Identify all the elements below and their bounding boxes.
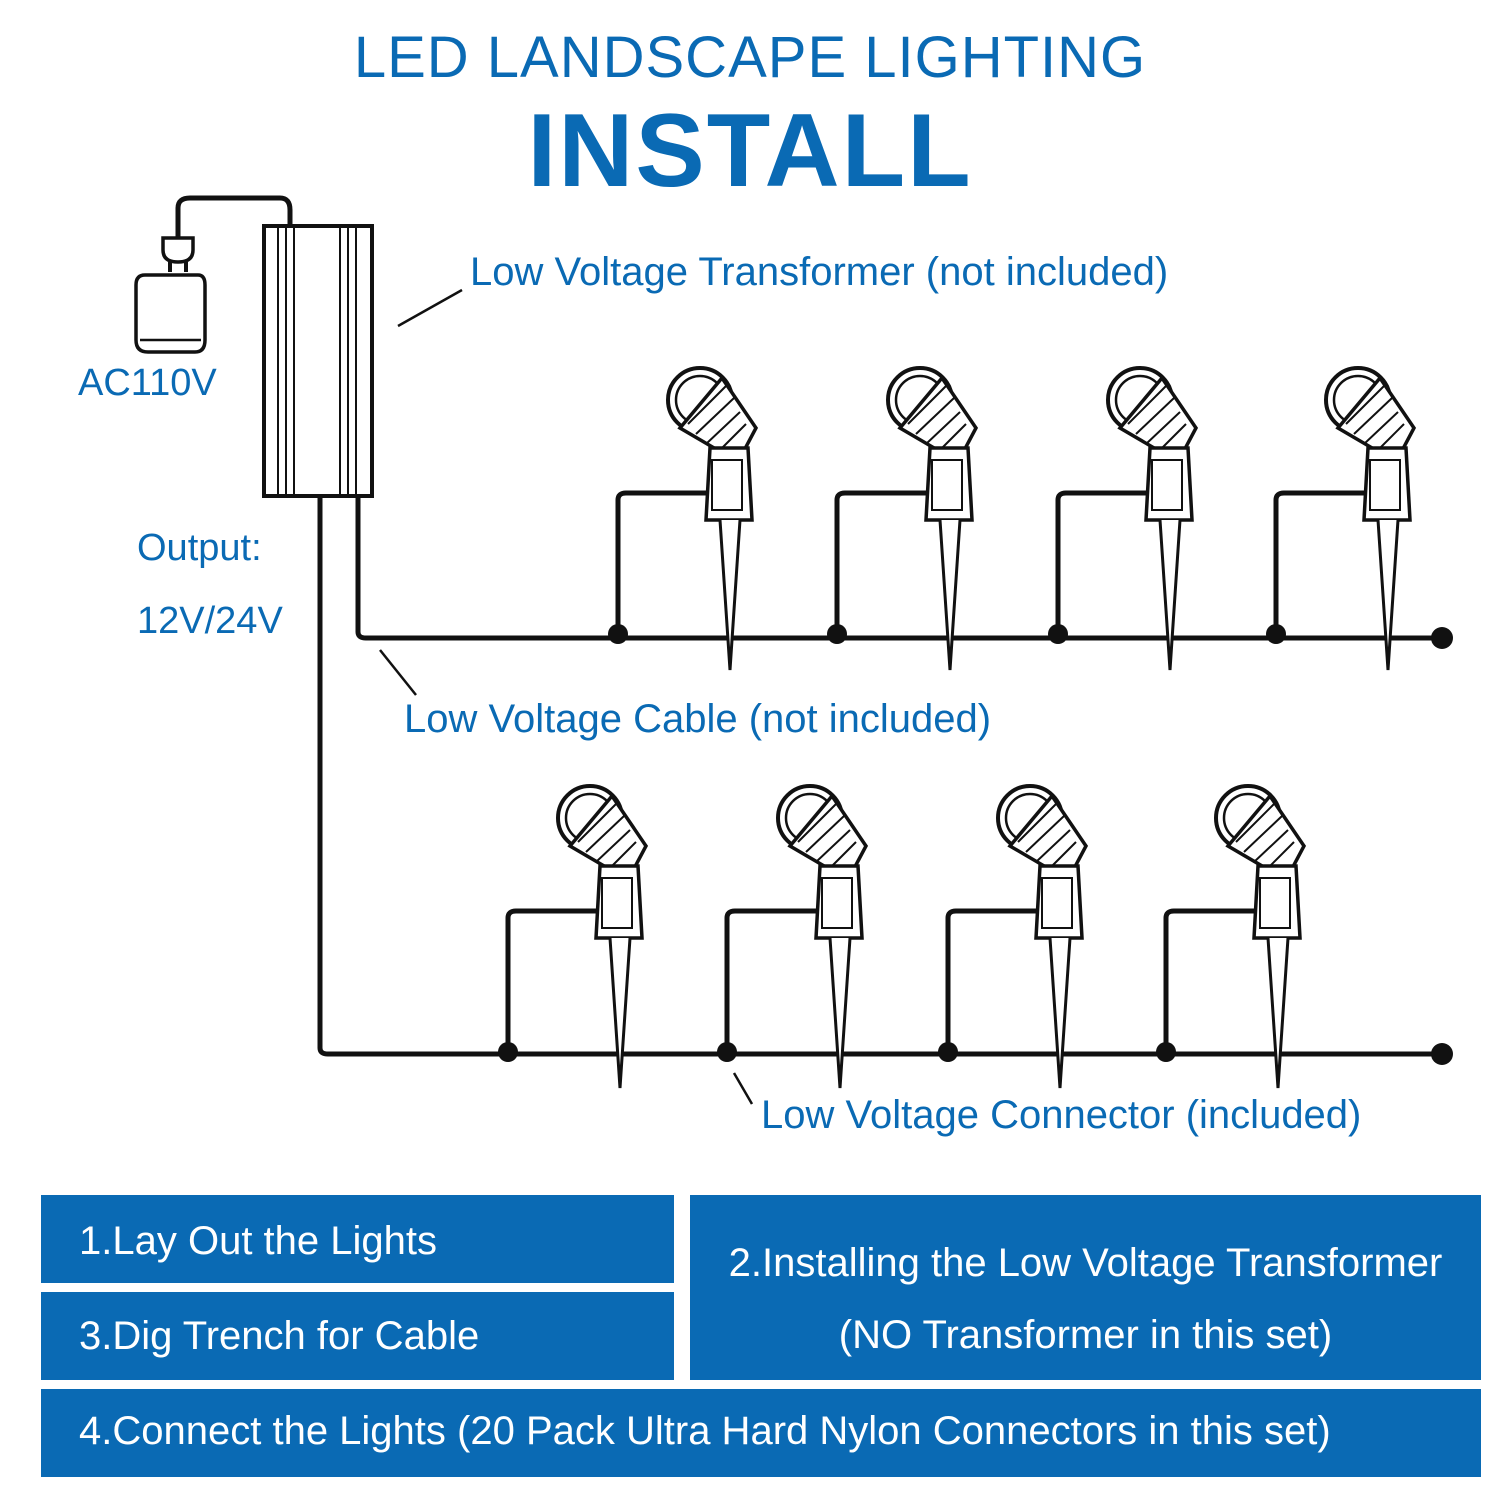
connector-label: Low Voltage Connector (included) <box>761 1093 1362 1137</box>
light-row-1 <box>608 366 1453 672</box>
spotlight-icon <box>666 366 758 672</box>
step-1-box: 1.Lay Out the Lights <box>41 1195 674 1283</box>
spotlight-icon <box>1214 784 1306 1090</box>
spotlight-icon <box>1106 366 1198 672</box>
spotlight-icon <box>1324 366 1416 672</box>
step-2-line-1: 2.Installing the Low Voltage Transformer <box>728 1241 1443 1285</box>
transformer-label: Low Voltage Transformer (not included) <box>470 250 1169 294</box>
step-2-line-2: (NO Transformer in this set) <box>838 1313 1333 1357</box>
power-plug-icon <box>161 195 293 272</box>
transformer-icon <box>262 224 374 498</box>
power-source-label: AC110V <box>78 362 217 404</box>
spotlight-icon <box>996 784 1088 1090</box>
light-row-2 <box>498 784 1453 1090</box>
cable-label: Low Voltage Cable (not included) <box>404 697 992 741</box>
spotlight-icon <box>556 784 648 1090</box>
spotlight-icon <box>886 366 978 672</box>
wall-outlet-icon <box>134 273 207 354</box>
step-4-box: 4.Connect the Lights (20 Pack Ultra Hard… <box>41 1389 1481 1477</box>
step-2-box: 2.Installing the Low Voltage Transformer… <box>690 1195 1481 1380</box>
leader-lines <box>379 288 754 1105</box>
output-label: Output: <box>137 527 262 569</box>
page-title: LED LANDSCAPE LIGHTING <box>353 25 1147 90</box>
spotlight-icon <box>776 784 868 1090</box>
low-voltage-cable <box>317 496 1442 1057</box>
step-3-box: 3.Dig Trench for Cable <box>41 1292 674 1380</box>
page-subtitle: INSTALL <box>527 93 973 209</box>
output-value: 12V/24V <box>137 600 283 642</box>
